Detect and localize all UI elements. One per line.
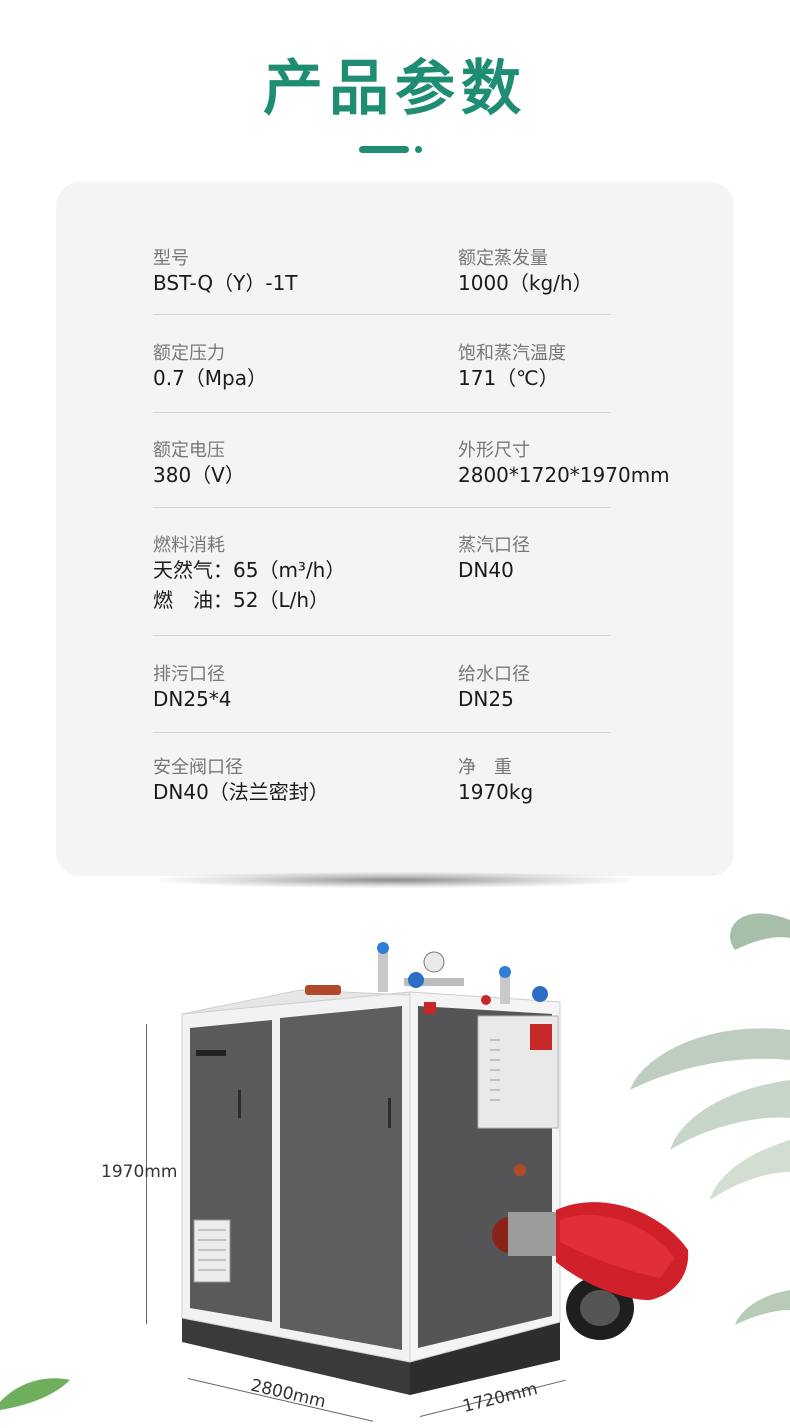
spec-rated-voltage: 额定电压 380（V） — [153, 440, 245, 488]
row-divider — [153, 314, 611, 315]
spec-value-gas: 天然气：65（m³/h） — [153, 558, 346, 582]
boiler-illustration — [0, 913, 790, 1410]
spec-steam-temperature: 饱和蒸汽温度 171（℃） — [458, 343, 566, 391]
height-dimension-line — [146, 1024, 147, 1324]
product-area: 1970mm 2800mm 1720mm — [0, 890, 790, 1428]
spec-row-safety-valve: 安全阀口径 DN40（法兰密封） 净 重 1970kg — [153, 757, 611, 817]
spec-safety-valve: 安全阀口径 DN40（法兰密封） — [153, 757, 329, 805]
spec-water-inlet: 给水口径 DN25 — [458, 664, 530, 712]
spec-row-model: 型号 BST-Q（Y）-1T 额定蒸发量 1000（kg/h） — [153, 248, 611, 315]
card-shadow — [160, 872, 630, 888]
spec-row-fuel: 燃料消耗 天然气：65（m³/h） 燃 油：52（L/h） 蒸汽口径 DN40 — [153, 535, 611, 636]
spec-card — [56, 182, 734, 876]
spec-row-pressure: 额定压力 0.7（Mpa） 饱和蒸汽温度 171（℃） — [153, 343, 611, 413]
palm-leaf-decoration — [630, 913, 790, 1325]
row-divider — [153, 635, 611, 636]
spec-fuel-consumption: 燃料消耗 天然气：65（m³/h） 燃 油：52（L/h） — [153, 535, 345, 613]
spec-net-weight: 净 重 1970kg — [458, 757, 533, 805]
spec-label: 型号 — [153, 248, 189, 269]
spec-label: 燃料消耗 — [153, 535, 225, 556]
spec-value: DN25 — [458, 687, 514, 711]
spec-label: 排污口径 — [153, 664, 225, 685]
title-decoration-bar — [359, 146, 409, 153]
row-divider — [153, 507, 611, 508]
spec-value-oil: 燃 油：52（L/h） — [153, 588, 330, 612]
row-divider — [153, 412, 611, 413]
spec-row-drain: 排污口径 DN25*4 给水口径 DN25 — [153, 664, 611, 733]
spec-label: 额定压力 — [153, 343, 225, 364]
spec-dimensions: 外形尺寸 2800*1720*1970mm — [458, 440, 670, 488]
spec-value: BST-Q（Y）-1T — [153, 271, 298, 295]
leaf-decoration — [0, 1378, 70, 1410]
spec-label: 额定电压 — [153, 440, 225, 461]
spec-rated-pressure: 额定压力 0.7（Mpa） — [153, 343, 267, 391]
spec-rated-evaporation: 额定蒸发量 1000（kg/h） — [458, 248, 593, 296]
spec-label: 外形尺寸 — [458, 440, 530, 461]
spec-value: 380（V） — [153, 463, 245, 487]
title-decoration — [359, 146, 425, 154]
spec-drain-outlet: 排污口径 DN25*4 — [153, 664, 232, 712]
spec-label: 蒸汽口径 — [458, 535, 530, 556]
spec-value: 1970kg — [458, 780, 534, 804]
spec-model: 型号 BST-Q（Y）-1T — [153, 248, 298, 296]
spec-value: 171（℃） — [458, 366, 559, 390]
spec-steam-outlet: 蒸汽口径 DN40 — [458, 535, 530, 583]
spec-label: 净 重 — [458, 757, 512, 778]
page-title: 产品参数 — [263, 54, 527, 124]
spec-value: DN40（法兰密封） — [153, 780, 329, 804]
spec-value: 2800*1720*1970mm — [458, 463, 670, 487]
spec-label: 饱和蒸汽温度 — [458, 343, 566, 364]
spec-label: 给水口径 — [458, 664, 530, 685]
spec-value: DN25*4 — [153, 687, 232, 711]
spec-value: DN40 — [458, 558, 514, 582]
spec-label: 安全阀口径 — [153, 757, 243, 778]
title-decoration-dot — [415, 146, 422, 153]
row-divider — [153, 732, 611, 733]
spec-row-voltage: 额定电压 380（V） 外形尺寸 2800*1720*1970mm — [153, 440, 670, 508]
height-dimension-label: 1970mm — [101, 1162, 178, 1182]
spec-label: 额定蒸发量 — [458, 248, 548, 269]
spec-value: 0.7（Mpa） — [153, 366, 268, 390]
spec-value: 1000（kg/h） — [458, 271, 593, 295]
